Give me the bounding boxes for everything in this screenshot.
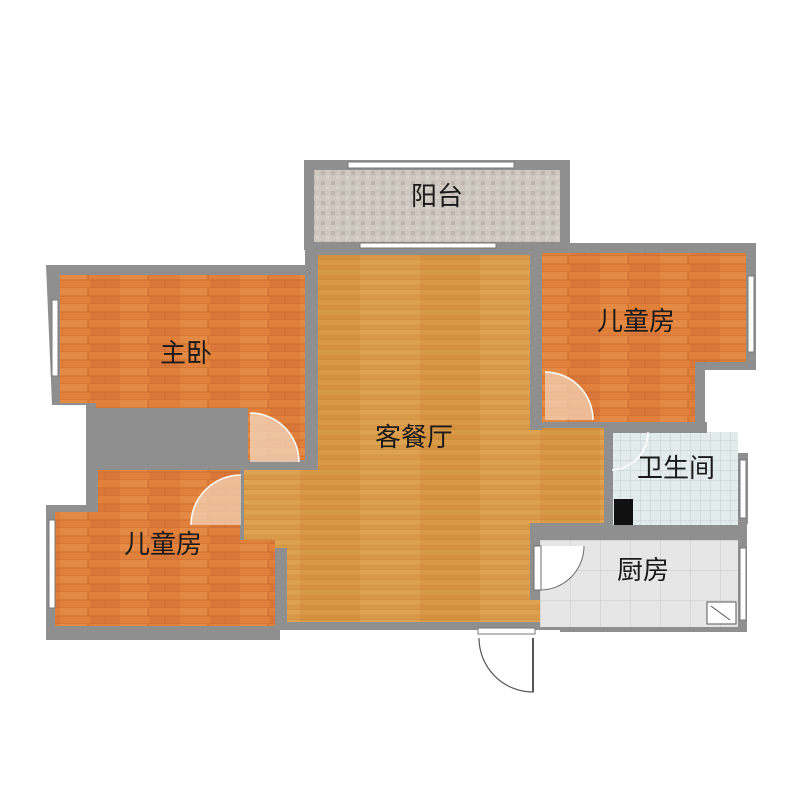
kitchen-sink <box>706 601 737 625</box>
bathroom-label: 卫生间 <box>637 454 715 484</box>
living-dining-floor <box>244 255 607 622</box>
master-bedroom-floor <box>60 275 305 460</box>
balcony-floor <box>314 170 560 242</box>
bathroom-fixture <box>614 499 633 525</box>
kids-room-right-label: 儿童房 <box>597 307 675 337</box>
windows <box>48 161 755 621</box>
doors <box>190 371 649 693</box>
master-bedroom-label: 主卧 <box>160 339 212 369</box>
balcony-label: 阳台 <box>411 182 463 212</box>
kitchen-label: 厨房 <box>617 556 669 586</box>
living-dining-label: 客餐厅 <box>375 423 453 453</box>
kids-room-right-floor <box>542 253 746 422</box>
kids-room-left-label: 儿童房 <box>124 530 202 560</box>
partitions <box>86 250 707 533</box>
kitchen-inner-wall <box>530 531 740 539</box>
